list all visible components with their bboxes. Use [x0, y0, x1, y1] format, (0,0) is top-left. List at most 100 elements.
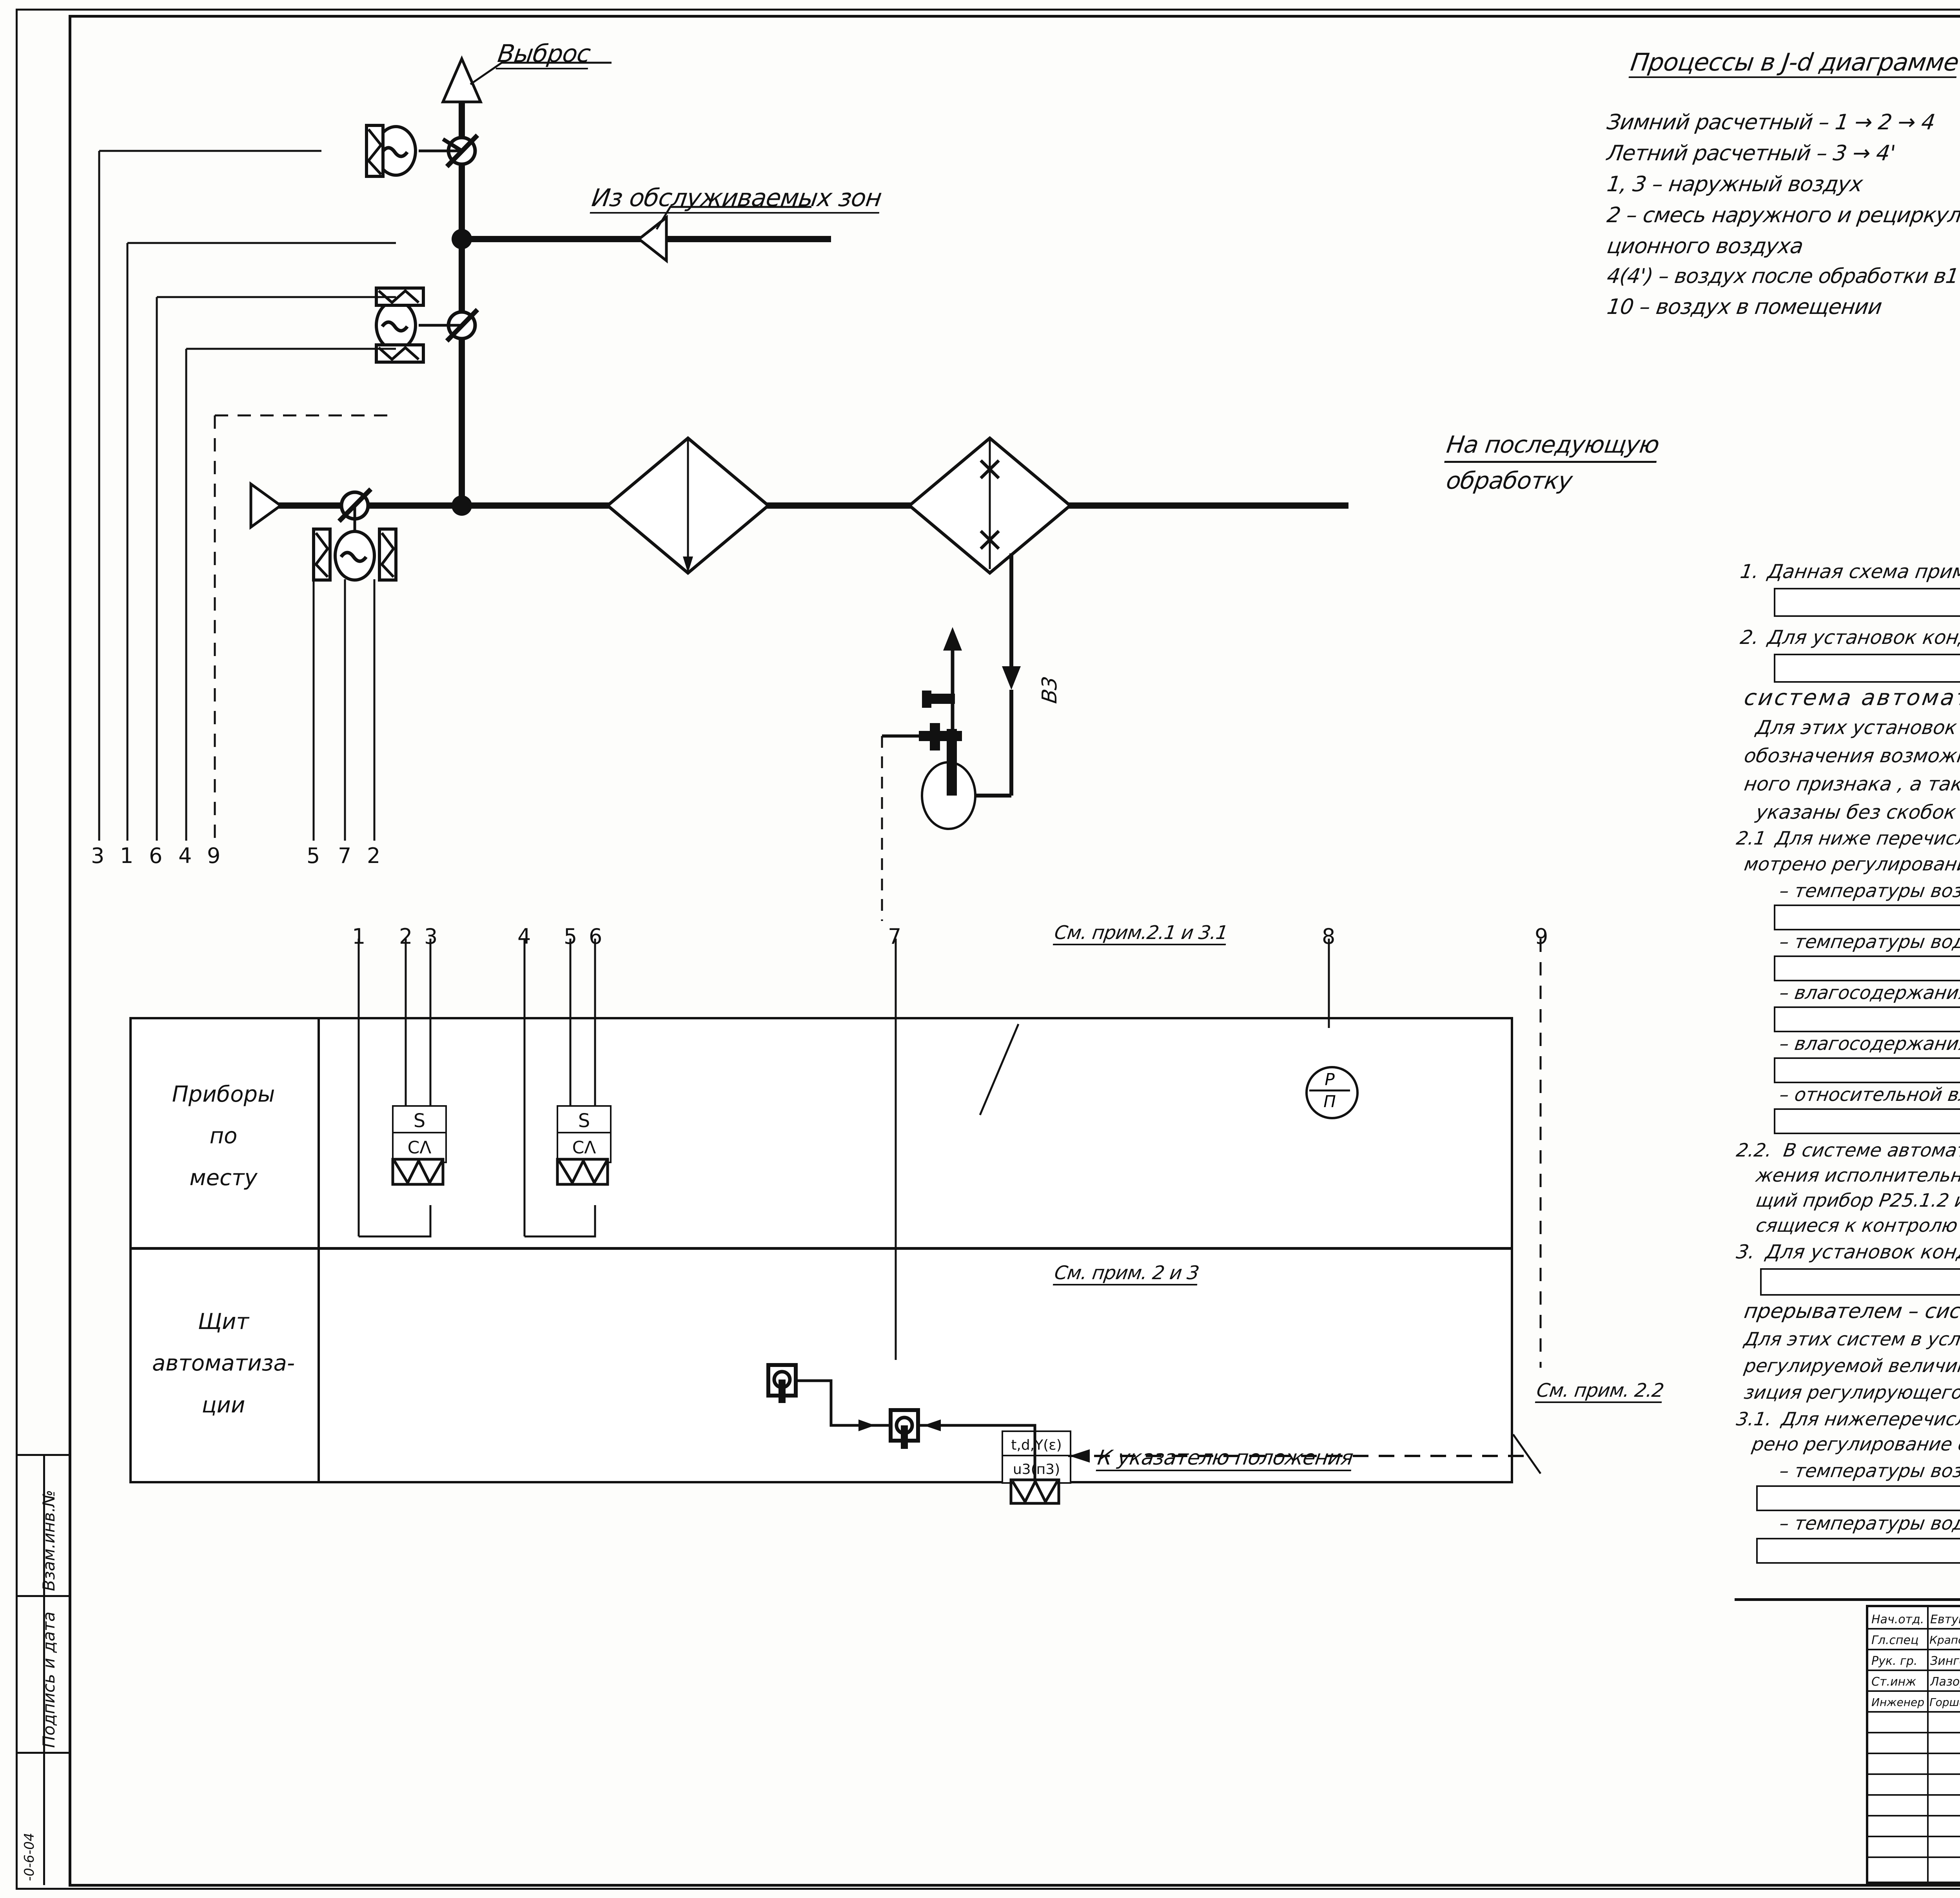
- title-block: Нач.отд. Евтушенко Гл.спец Крапошевская …: [1866, 1605, 1960, 1884]
- sensor-top-cell: S: [392, 1105, 447, 1137]
- tb-name: Крапошевская: [1929, 1633, 1960, 1646]
- note-2-1-item-1: – температуры воздуха за камерой орошени…: [1778, 880, 1960, 902]
- tb-name: Евтушенко: [1930, 1613, 1960, 1626]
- note-2-1-blank-1[interactable]: [1774, 905, 1960, 930]
- row2-line2: автоматиза-: [152, 1351, 295, 1376]
- tb-row-line: [1868, 1836, 1960, 1837]
- tb-row-line: [1868, 1670, 1960, 1671]
- jd-legend-line: ционного воздуха: [1605, 234, 1805, 258]
- note-2-1-blank-5[interactable]: [1774, 1108, 1960, 1134]
- panel-actuator-symbols: [766, 1363, 1542, 1481]
- tb-row-line: [1868, 1753, 1960, 1754]
- note-2-1-item-2: – температуры воды в поддоне камеры орош…: [1778, 931, 1960, 953]
- position-number: 1: [120, 843, 134, 868]
- regulator-top-cell: t,d,Y(ε): [1002, 1430, 1071, 1459]
- row1-line3: месту: [189, 1165, 258, 1191]
- note-3-1-line-1: Для нижеперечисленных установок кондицио…: [1780, 1409, 1960, 1430]
- note-3-1-item-1: – температуры воздуха за камерой орошени…: [1778, 1460, 1960, 1482]
- tb-row-line: [1868, 1815, 1960, 1816]
- sensor-label-S: S: [578, 1110, 590, 1132]
- note-2-1-item-5: – относительной влажности в обслуживаемо…: [1778, 1084, 1960, 1106]
- tb-role: Рук. гр.: [1871, 1654, 1918, 1668]
- note-2-1-blank-4[interactable]: [1774, 1057, 1960, 1083]
- position-number: 6: [149, 843, 163, 868]
- position-number: 2: [367, 843, 381, 868]
- tb-role: Инженер: [1871, 1696, 1925, 1709]
- tb-row-line: [1868, 1732, 1960, 1733]
- notes-bottom-rule: [1735, 1598, 1960, 1601]
- tb-name: Горшенина: [1929, 1696, 1960, 1709]
- note-3-blank-field-b[interactable]: [1760, 1268, 1960, 1296]
- note-2-1-line-2: мотрено регулирование следующих параметр…: [1742, 854, 1960, 875]
- sensor-label-CL: CΛ: [407, 1137, 432, 1158]
- tb-name: Зингерман: [1930, 1654, 1960, 1668]
- pressure-instrument-symbol: Р П: [1305, 1066, 1359, 1119]
- sheet-outer-frame: [16, 9, 1960, 1890]
- note-2-2-number: 2.2.: [1735, 1140, 1774, 1161]
- note-2-2-line-3: щий прибор Р25.1.2 индикатору. На схеме …: [1754, 1190, 1960, 1211]
- tb-col-divider-1: [1927, 1607, 1929, 1882]
- tb-row-line: [1868, 1794, 1960, 1796]
- regulator-label-bottom: u3(п3): [1013, 1461, 1060, 1477]
- note-1-text: Данная схема применена для следующих уст…: [1766, 560, 1960, 583]
- sheet-inner-frame: [69, 15, 1960, 1887]
- tb-row-line: [1868, 1773, 1960, 1775]
- sensor-label-CL: CΛ: [572, 1137, 596, 1158]
- note-1-number: 1.: [1739, 560, 1761, 583]
- row2-line1: Щит: [198, 1309, 249, 1334]
- margin-field-code: -0-6-04: [22, 1833, 37, 1881]
- tb-role: Нач.отд.: [1871, 1613, 1924, 1626]
- instrument-table: [129, 1017, 1513, 1483]
- jd-legend-line: Летний расчетный – 3 → 4': [1605, 141, 1897, 165]
- note-3-line-6: зиция регулирующего прибора указаны в ск…: [1742, 1382, 1960, 1403]
- tb-row-line: [1868, 1711, 1960, 1713]
- instrument-signal-lines: [358, 939, 1542, 1368]
- note-3-line-4: Для этих систем в условном изображении р…: [1742, 1329, 1960, 1350]
- note-2-1-item-3: – влагосодержания за камерой орошения , …: [1778, 982, 1960, 1004]
- note-3-1-item-2: – температуры воды в поддоне камеры орош…: [1778, 1513, 1960, 1534]
- upper-position-leaders: [98, 150, 396, 841]
- pressure-instrument-bottom: П: [1323, 1091, 1336, 1111]
- jd-block-legend: Зимний расчетный – 1 → 2 → 4 Летний расч…: [1605, 110, 1960, 319]
- tb-row-line: [1868, 1690, 1960, 1692]
- note-2-1-blank-2[interactable]: [1774, 955, 1960, 981]
- tb-row-line: [1868, 1649, 1960, 1650]
- note-3-1-blank-1[interactable]: [1756, 1485, 1960, 1511]
- instrument-table-column-divider: [318, 1017, 320, 1483]
- note-2-line-7: указаны без скобок: [1754, 801, 1958, 823]
- position-number: 4: [178, 843, 192, 868]
- position-number: 7: [888, 924, 902, 949]
- margin-field-podpis: Подпись и дата: [39, 1612, 58, 1748]
- regulator-label-top: t,d,Y(ε): [1011, 1437, 1062, 1453]
- note-2-2-line-4: сящиеся к контролю положения, показаны ш…: [1754, 1215, 1960, 1236]
- instrument-table-row2-label: Щит автоматиза- ции: [131, 1301, 316, 1426]
- note-3-number: 3.: [1735, 1241, 1757, 1263]
- jd-legend-line: 4(4') – воздух после обработки в1 контур…: [1605, 265, 1960, 288]
- note-2-1-line-1: Для ниже перечисленных установок кондици…: [1774, 828, 1960, 849]
- tb-row-line: [1868, 1856, 1960, 1858]
- note-2-line-1: Для установок кондиционирования: [1766, 626, 1960, 649]
- instrument-table-row1-label: Приборы по месту: [131, 1074, 316, 1199]
- note-2-blank-field-b[interactable]: [1774, 654, 1960, 683]
- jd-legend-line: 10 – воздух в помещении: [1605, 294, 1884, 319]
- note-2-2-line-1: В системе автоматизации 1 класса предусм…: [1782, 1140, 1960, 1161]
- note-3-line-3: прерывателем – система автоматизации 2 к…: [1742, 1300, 1960, 1323]
- note-2-line-6: ного признака , а также позиция регулиру…: [1742, 773, 1960, 795]
- note-2-1-blank-3[interactable]: [1774, 1006, 1960, 1032]
- note-2-1-number: 2.1: [1735, 828, 1768, 849]
- jd-legend-line: Зимний расчетный – 1 → 2 → 4: [1605, 110, 1936, 134]
- jd-legend-line: 2 – смесь наружного и рециркуля-: [1605, 203, 1960, 227]
- note-2-number: 2.: [1739, 626, 1761, 649]
- note-3-1-blank-2[interactable]: [1756, 1538, 1960, 1564]
- note-1-blank-field[interactable]: [1774, 588, 1960, 617]
- position-number: 9: [207, 843, 221, 868]
- row2-line3: ции: [201, 1392, 245, 1418]
- note-2-line-4: Для этих установок в условном изображени…: [1754, 716, 1960, 739]
- note-3-1-line-2: рено регулирование следующих параметров …: [1750, 1434, 1960, 1455]
- jd-legend-line: 1, 3 – наружный воздух: [1605, 172, 1864, 196]
- tb-name: Лазоренко: [1930, 1675, 1960, 1689]
- pressure-instrument-top: Р: [1325, 1070, 1335, 1089]
- row1-line2: по: [209, 1123, 238, 1149]
- note-3-1-number: 3.1.: [1735, 1409, 1774, 1430]
